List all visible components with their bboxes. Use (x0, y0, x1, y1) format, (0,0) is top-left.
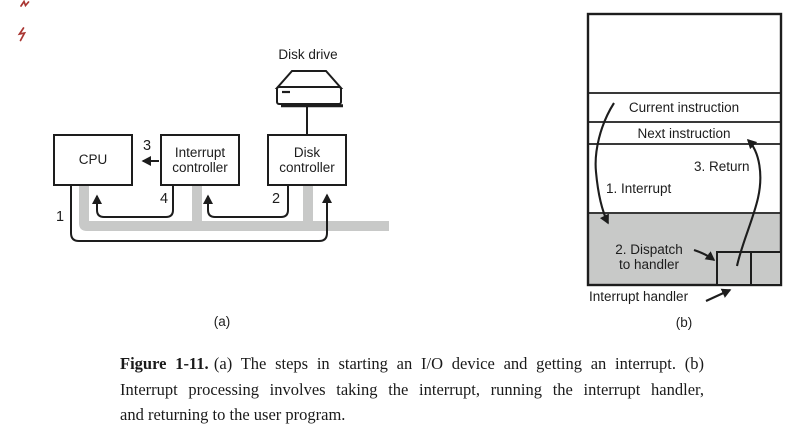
interrupt-step-label: 1. Interrupt (606, 181, 672, 196)
step-3-label: 3 (142, 138, 152, 154)
interrupt-curve-arrow (594, 102, 615, 225)
interrupt-handler-label: Interrupt handler (589, 289, 689, 304)
red-annotation-marks-icon (17, 0, 30, 42)
dispatch-line-2: to handler (618, 256, 680, 272)
panel-a-label: (a) (213, 314, 231, 329)
interrupt-handler-box-shape (716, 251, 782, 286)
step-4-label: 4 (159, 191, 169, 207)
dispatch-step-label: 2. Dispatch to handler (599, 242, 699, 272)
caption-line-1: Figure 1-11.(a) The steps in starting an… (120, 351, 704, 377)
caption-line-3: and returning to the user program. (120, 405, 346, 424)
arrow-step-1 (70, 184, 332, 242)
caption-figure-number: Figure 1-11. (120, 354, 209, 373)
interrupt-controller-label: Interrupt controller (172, 144, 228, 176)
handler-pointer-arrow (705, 288, 732, 302)
disk-controller-box: Disk controller (267, 134, 347, 186)
panel-b-label: (b) (675, 315, 693, 330)
dispatch-line-1: 2. Dispatch (615, 242, 683, 257)
current-instruction-label: Current instruction (628, 100, 740, 115)
disk-controller-label: Disk controller (279, 144, 335, 176)
system-bus-shape (79, 184, 389, 231)
caption-line-1-text: (a) The steps in starting an I/O device … (213, 354, 704, 373)
disk-drive-label: Disk drive (278, 47, 338, 62)
interrupt-controller-box: Interrupt controller (160, 134, 240, 186)
step-2-label: 2 (271, 191, 281, 207)
next-instruction-label: Next instruction (637, 126, 731, 141)
cpu-box: CPU (53, 134, 133, 186)
return-step-label: 3. Return (694, 159, 750, 174)
caption-line-2: Interrupt processing involves taking the… (120, 379, 704, 399)
step-1-label: 1 (55, 209, 65, 225)
figure-caption: Figure 1-11.(a) The steps in starting an… (120, 351, 704, 428)
disk-drive-icon (274, 70, 344, 108)
cpu-label: CPU (78, 152, 108, 168)
